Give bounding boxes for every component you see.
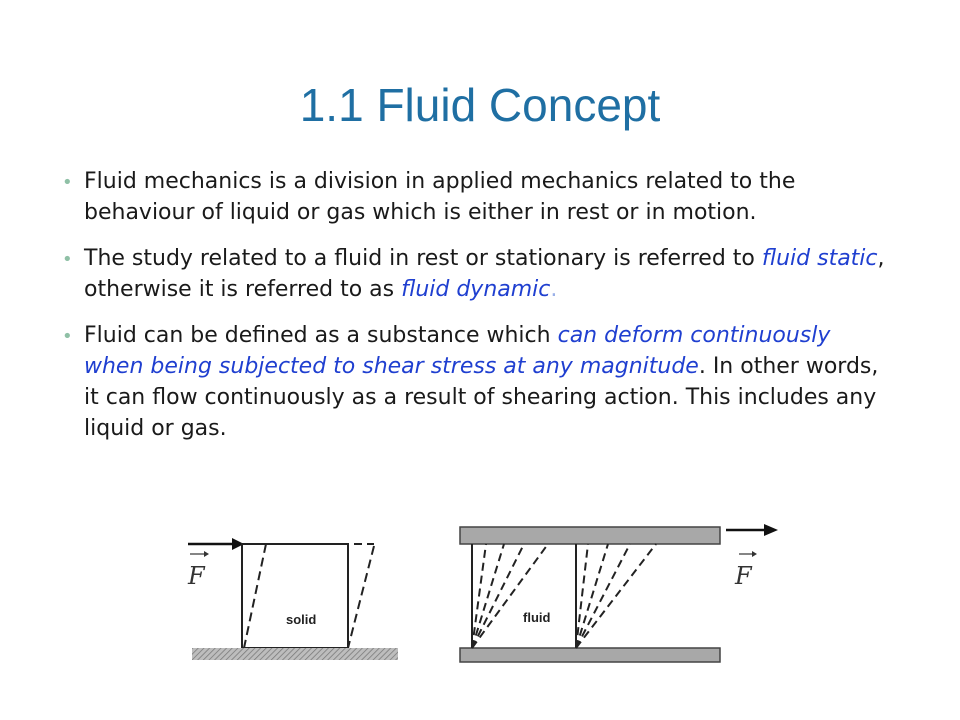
solid-block bbox=[241, 543, 349, 649]
bullet-list: • Fluid mechanics is a division in appli… bbox=[60, 166, 890, 459]
top-plate bbox=[459, 526, 721, 545]
bullet-text: Fluid mechanics is a division in applied… bbox=[84, 169, 796, 225]
plate-force-arrow-icon bbox=[726, 524, 778, 536]
bullet-dot-icon: • bbox=[62, 326, 73, 347]
bullet-dot-icon: • bbox=[62, 172, 73, 193]
solid-ground bbox=[192, 648, 398, 660]
slide-title: 1.1 Fluid Concept bbox=[299, 79, 661, 131]
bullet-item: • Fluid mechanics is a division in appli… bbox=[60, 166, 890, 228]
solid-fluid-deformation-diagram: F solid bbox=[187, 524, 778, 663]
bullet-text: The study related to a fluid in rest or … bbox=[84, 246, 762, 271]
force-label-solid: F bbox=[187, 551, 209, 590]
deformed-edge-right bbox=[347, 545, 375, 649]
term-fluid-static: fluid static bbox=[761, 246, 878, 271]
bullet-item: • The study related to a fluid in rest o… bbox=[60, 243, 890, 305]
force-arrow-icon bbox=[188, 538, 244, 550]
solid-panel: F solid bbox=[187, 538, 398, 660]
fluid-label: fluid bbox=[523, 610, 550, 625]
fluid-panel: F fluid bbox=[459, 524, 778, 663]
force-symbol: F bbox=[187, 562, 206, 590]
solid-label: solid bbox=[286, 612, 316, 627]
force-label-fluid: F bbox=[734, 551, 757, 590]
bullet-dot-icon: • bbox=[62, 249, 73, 270]
bullet-text: , otherwise it is referred to as bbox=[84, 246, 885, 302]
bullet-text: . In other words, it can flow continuous… bbox=[84, 354, 879, 441]
bullet-period: . bbox=[550, 277, 558, 302]
term-fluid-dynamic: fluid dynamic bbox=[401, 277, 551, 302]
definition-emphasis: can deform continuously when being subje… bbox=[84, 323, 831, 379]
deformed-edge-left bbox=[243, 543, 267, 649]
deformation-lines bbox=[471, 543, 657, 649]
bullet-item: • Fluid can be defined as a substance wh… bbox=[60, 320, 890, 444]
force-symbol: F bbox=[734, 562, 753, 590]
bottom-plate bbox=[459, 647, 721, 663]
bullet-text: Fluid can be defined as a substance whic… bbox=[84, 323, 558, 348]
